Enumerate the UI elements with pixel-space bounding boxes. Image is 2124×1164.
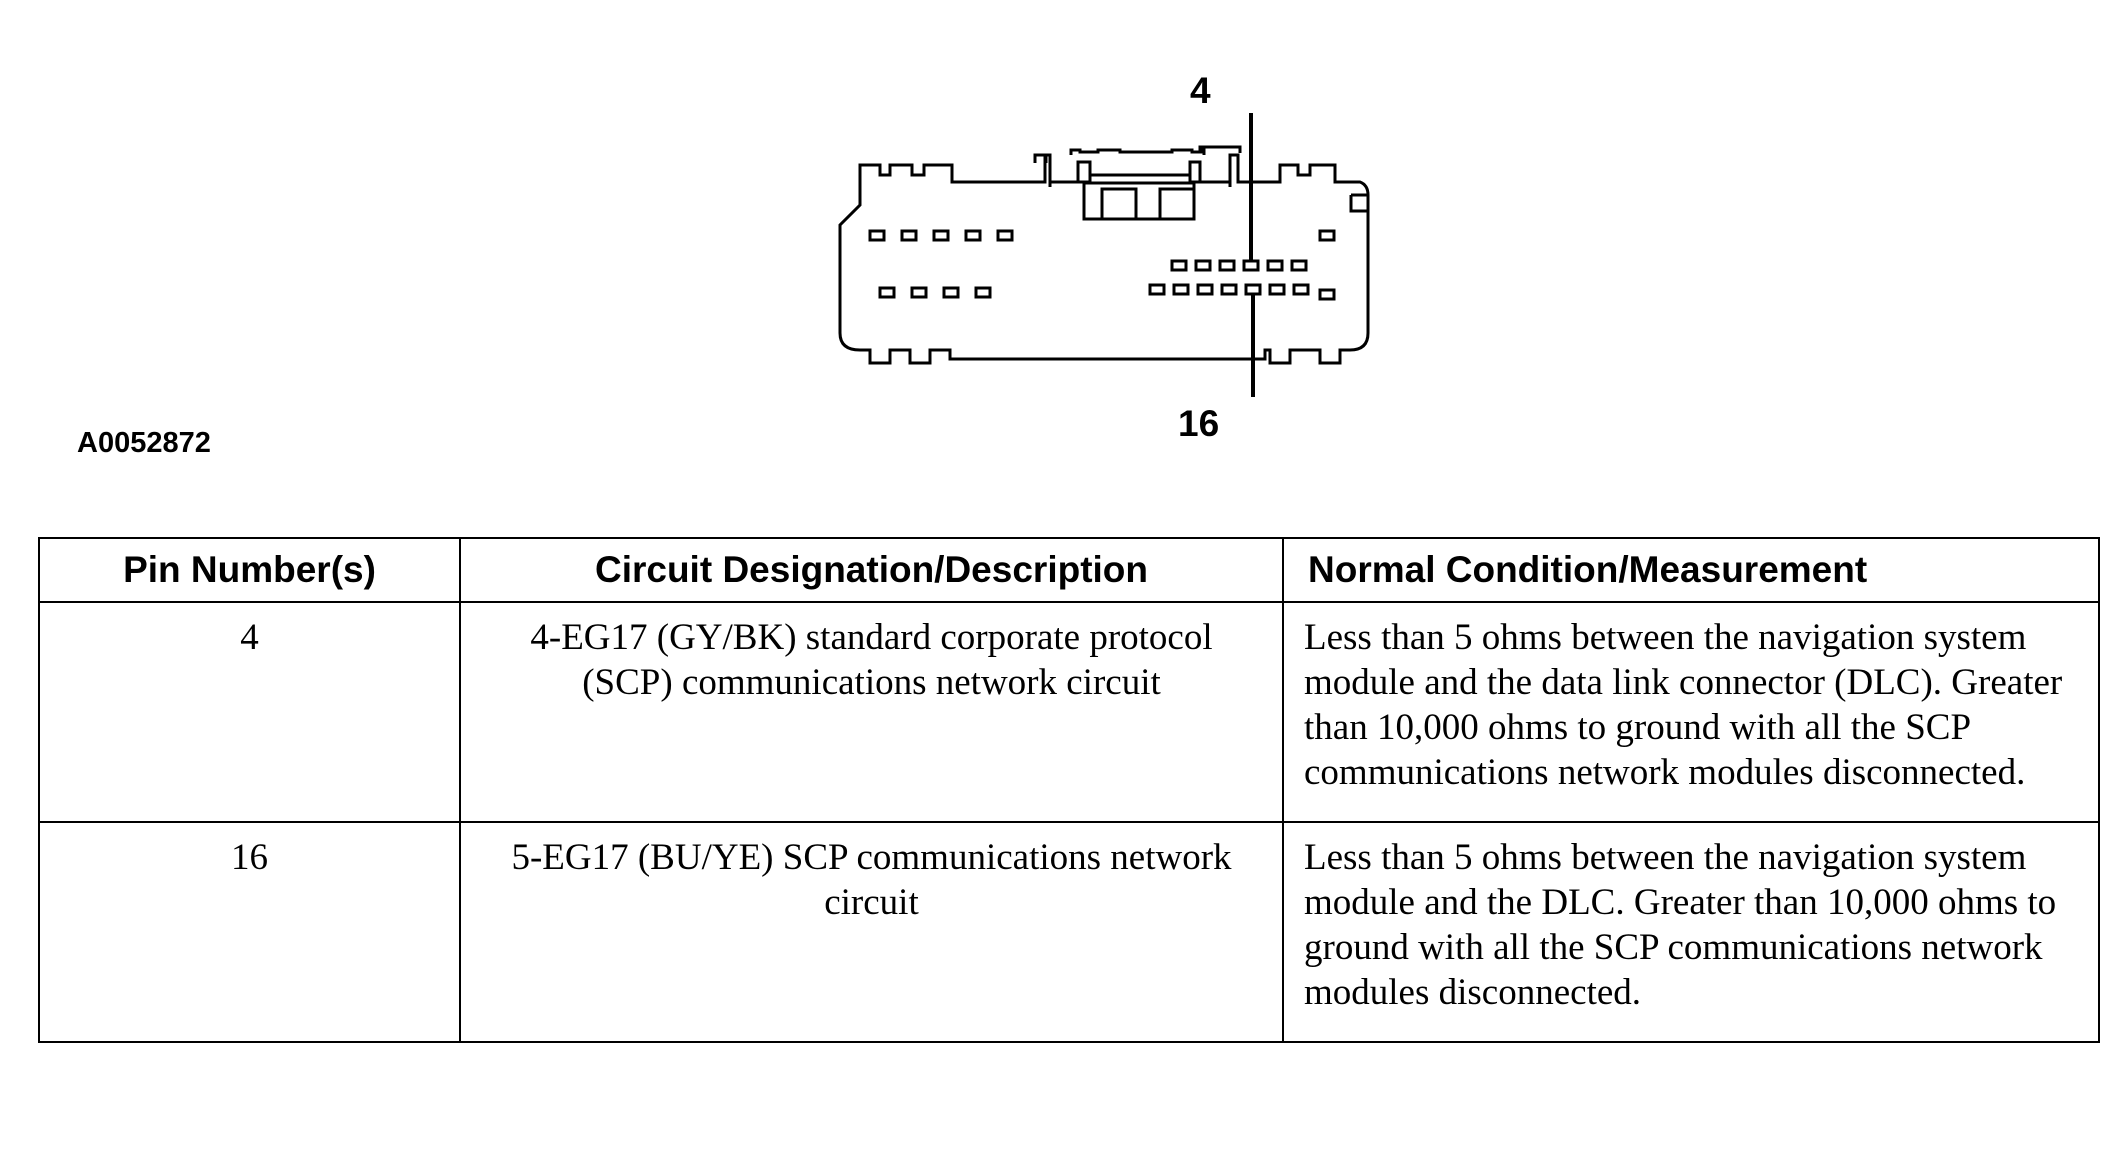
pin-callout-16: 16 — [1178, 403, 1220, 444]
pin-number-cell: 16 — [38, 821, 461, 1043]
circuit-description-cell: 4-EG17 (GY/BK) standard corporate protoc… — [459, 601, 1284, 823]
connector-latch — [1069, 148, 1206, 155]
measurement-cell: Less than 5 ohms between the navigation … — [1282, 601, 2100, 823]
pin-cavity — [1220, 283, 1238, 296]
pin-cavity — [996, 229, 1014, 242]
table-row: 16 5-EG17 (BU/YE) SCP communications net… — [38, 821, 2100, 1043]
pin-cavity — [964, 229, 982, 242]
pin-cavity-4 — [1242, 259, 1260, 272]
pin-cavity — [1194, 259, 1212, 272]
pin-cavity — [974, 286, 992, 299]
pin-cavity — [900, 229, 918, 242]
pin-cavity — [1218, 259, 1236, 272]
pin-cavity — [1170, 259, 1188, 272]
table-row: 4 4-EG17 (GY/BK) standard corporate prot… — [38, 601, 2100, 823]
pin-cavity — [868, 229, 886, 242]
pin-cavity — [1292, 283, 1310, 296]
pin-cavity-16 — [1244, 283, 1262, 296]
circuit-description-cell: 5-EG17 (BU/YE) SCP communications networ… — [459, 821, 1284, 1043]
pin-number-cell: 4 — [38, 601, 461, 823]
header-normal-condition: Normal Condition/Measurement — [1282, 537, 2100, 603]
pin-cavity — [1196, 283, 1214, 296]
pin-cavity — [932, 229, 950, 242]
connector-body — [838, 153, 1370, 365]
pin-cavity — [1290, 259, 1308, 272]
table-header-row: Pin Number(s) Circuit Designation/Descri… — [38, 537, 2100, 603]
pin-cavity — [1266, 259, 1284, 272]
pin-cavity — [1318, 288, 1336, 301]
connector-diagram — [838, 113, 1370, 397]
header-circuit-designation: Circuit Designation/Description — [459, 537, 1284, 603]
pin-cavity — [1172, 283, 1190, 296]
header-pin-numbers: Pin Number(s) — [38, 537, 461, 603]
pin-cavity — [910, 286, 928, 299]
pin-table: Pin Number(s) Circuit Designation/Descri… — [38, 537, 2100, 1043]
pin-cavity — [1318, 229, 1336, 242]
pin-cavity — [878, 286, 896, 299]
pin-cavity — [942, 286, 960, 299]
pin-callout-4: 4 — [1190, 70, 1211, 111]
measurement-cell: Less than 5 ohms between the navigation … — [1282, 821, 2100, 1043]
figure-id: A0052872 — [77, 427, 211, 459]
pin-cavity — [1268, 283, 1286, 296]
pin-cavity — [1148, 283, 1166, 296]
